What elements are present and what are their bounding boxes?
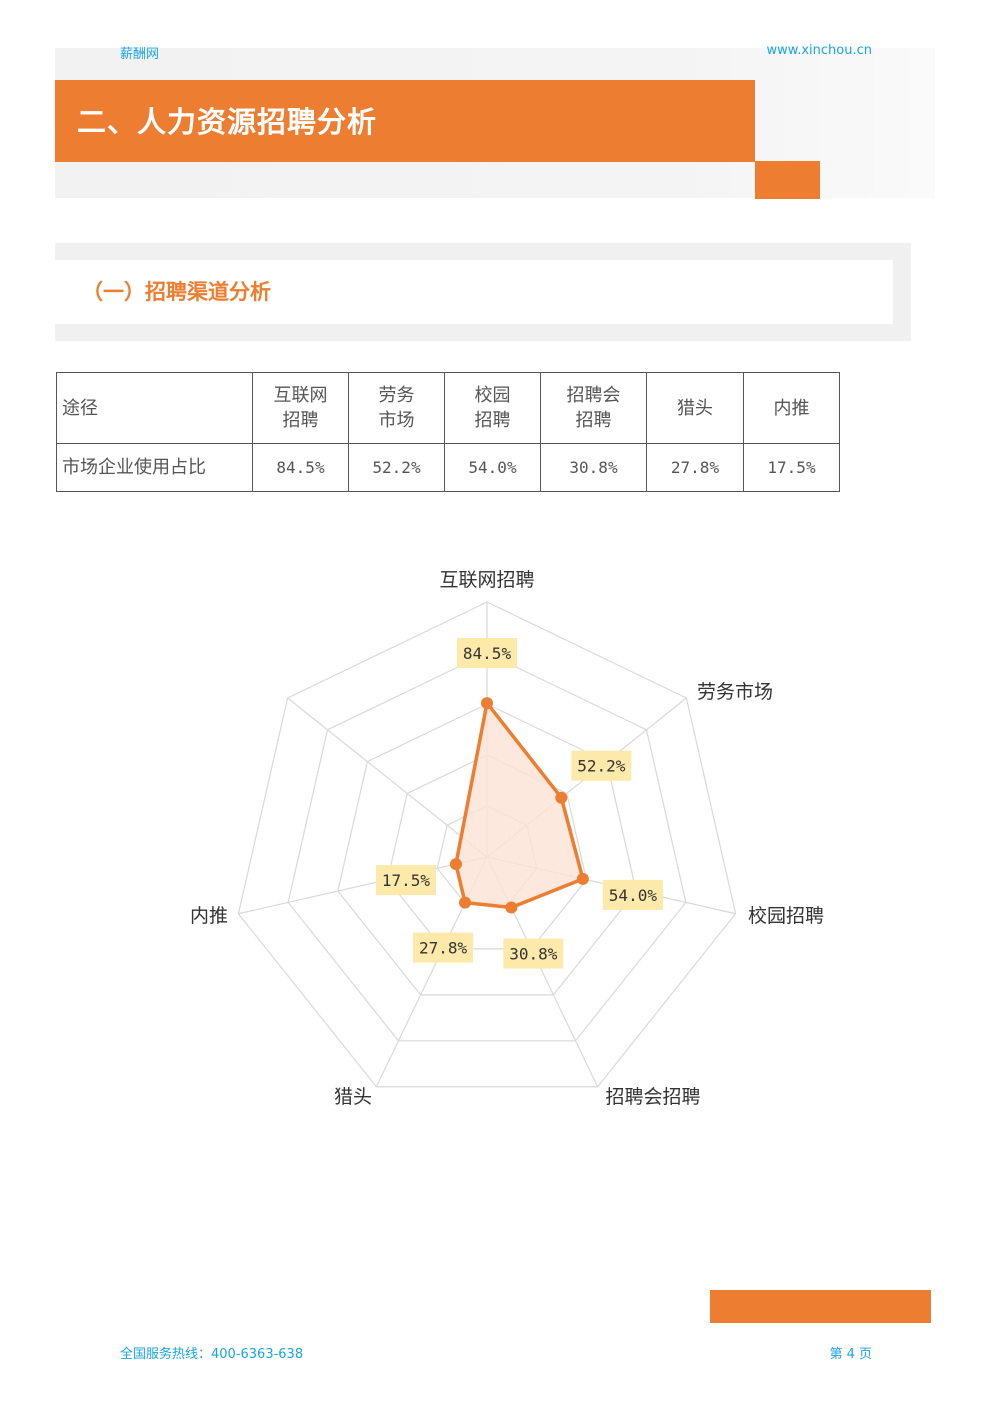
- channel-name-line2: 招聘: [282, 410, 319, 431]
- radar-grid-ring: [337, 703, 637, 996]
- radar-grid-ring: [287, 652, 687, 1042]
- channel-name-line2: 招聘: [474, 410, 511, 431]
- radar-data-label-bg: [457, 638, 517, 669]
- radar-grid-ring: [386, 754, 588, 950]
- section-title: （一）招聘渠道分析: [82, 280, 271, 304]
- chapter-title-bar: 二、人力资源招聘分析: [55, 80, 755, 162]
- table-value-cell: 54.0%: [444, 443, 541, 492]
- radar-category-label: 猎头: [334, 1086, 372, 1108]
- radar-data-label: 27.8%: [419, 939, 468, 958]
- radar-grid-ring: [237, 601, 737, 1088]
- radar-data-point: [481, 697, 493, 710]
- radar-data-point: [459, 896, 472, 909]
- chapter-title: 二、人力资源招聘分析: [77, 105, 378, 139]
- channel-name-line1: 招聘会: [566, 385, 621, 406]
- section-heading-box: [55, 260, 893, 324]
- channel-name-line1: 校园: [474, 385, 511, 406]
- table-header-cell: 招聘会招聘: [540, 372, 647, 444]
- channel-usage-table: 途径 互联网招聘 劳务市场 校园招聘 招聘会招聘 猎头 内推 市场企业使用占比 …: [56, 372, 840, 492]
- radar-data-point: [555, 791, 568, 804]
- radar-data-point: [576, 872, 589, 885]
- channel-name-line1: 劳务: [378, 385, 415, 406]
- radar-category-label: 内推: [190, 905, 228, 927]
- radar-data-label: 30.8%: [509, 945, 558, 964]
- table-header-cell: 互联网招聘: [252, 372, 349, 444]
- table-row-label: 市场企业使用占比: [56, 443, 253, 492]
- channel-name-line1: 互联网: [273, 385, 328, 406]
- table-header-cell: 猎头: [646, 372, 744, 444]
- radar-data-label: 84.5%: [463, 644, 512, 663]
- site-name[interactable]: 薪酬网: [120, 47, 160, 62]
- radar-data-label-bg: [503, 938, 564, 969]
- site-url[interactable]: www.xinchou.cn: [766, 43, 872, 58]
- radar-category-label: 劳务市场: [697, 681, 773, 703]
- table-value-cell: 27.8%: [646, 443, 744, 492]
- radar-data-label-bg: [375, 865, 436, 896]
- radar-data-point: [449, 858, 462, 871]
- table-value-cell: 17.5%: [743, 443, 840, 492]
- page-number: 第 4 页: [829, 1347, 872, 1362]
- radar-category-label: 招聘会招聘: [605, 1086, 700, 1108]
- radar-category-label: 校园招聘: [748, 905, 824, 927]
- table-header-cell: 校园招聘: [444, 372, 541, 444]
- table-header-cell: 内推: [743, 372, 840, 444]
- radar-series-area: [454, 701, 585, 910]
- table-row: 市场企业使用占比 84.5% 52.2% 54.0% 30.8% 27.8% 1…: [56, 443, 840, 492]
- service-hotline: 全国服务热线：400-6363-638: [120, 1347, 304, 1362]
- radar-grid-spoke: [287, 697, 488, 858]
- radar-data-label-bg: [413, 932, 474, 963]
- radar-grid-spoke: [238, 856, 488, 915]
- radar-data-label: 54.0%: [609, 886, 658, 905]
- radar-data-label-bg: [571, 750, 632, 781]
- radar-data-label-bg: [602, 879, 663, 910]
- table-header-label: 途径: [56, 372, 253, 444]
- table-value-cell: 84.5%: [252, 443, 349, 492]
- channel-name-line2: 市场: [378, 410, 415, 431]
- channel-name-line1: 猎头: [677, 397, 713, 419]
- channel-name-line2: 招聘: [575, 410, 612, 431]
- footer-accent-bar: [710, 1290, 931, 1323]
- channel-name-line1: 内推: [773, 397, 810, 419]
- table-value-cell: 52.2%: [348, 443, 445, 492]
- radar-data-point: [505, 901, 518, 914]
- radar-category-label: 互联网招聘: [439, 569, 534, 591]
- radar-data-label: 17.5%: [382, 871, 431, 890]
- title-accent-block: [755, 161, 820, 199]
- radar-data-label: 52.2%: [577, 757, 626, 776]
- table-value-cell: 30.8%: [540, 443, 647, 492]
